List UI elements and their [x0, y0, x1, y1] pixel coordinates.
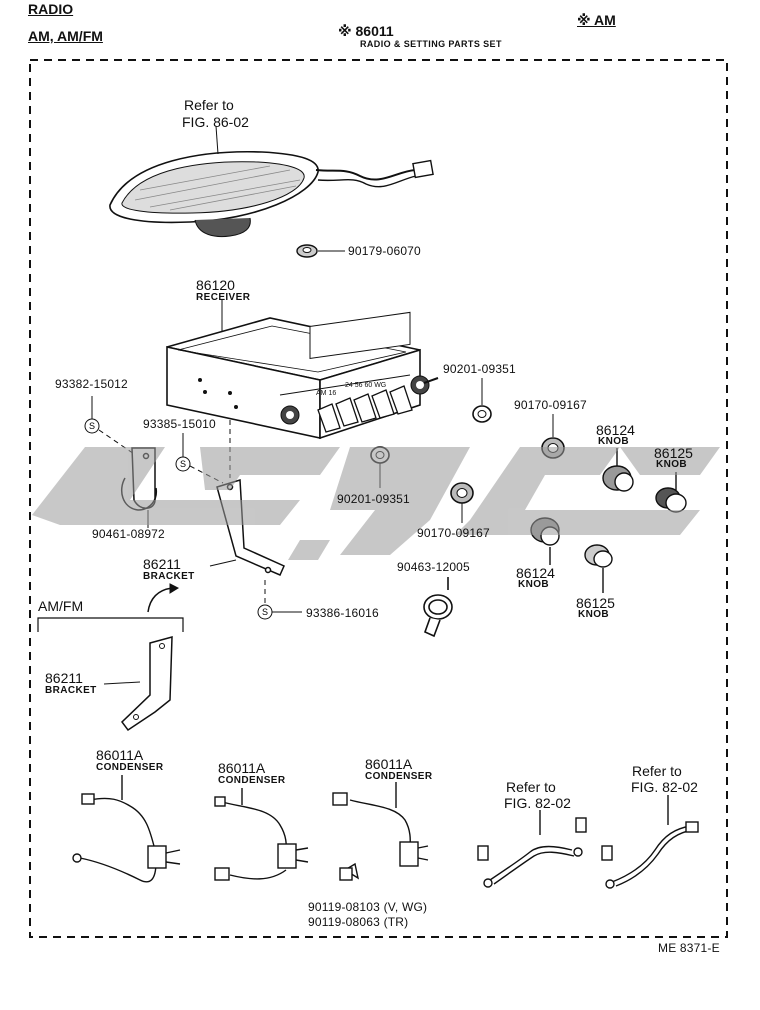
bracket-part-number: 86211: [143, 556, 181, 572]
amfm-label: AM/FM: [38, 598, 84, 614]
receiver-band-label-presets: 24 56 60 WG: [345, 382, 387, 389]
knob-86125-b: [584, 544, 613, 593]
strap-2-ref-line2: FIG. 82-02: [631, 779, 698, 795]
receiver-part-number: 86120: [196, 277, 235, 293]
nut-part-number: 90179-06070: [348, 244, 421, 258]
nut-90170-b: [450, 482, 474, 523]
condenser-2-name: CONDENSER: [218, 775, 286, 786]
nut-90179: [296, 244, 345, 258]
svg-text:S: S: [262, 607, 268, 617]
clamp-90463: [423, 577, 453, 638]
small-bracket-part-number: 90461-08972: [92, 527, 165, 541]
knob-4-part-number: 86125: [576, 595, 615, 611]
assembly-frame: [29, 59, 728, 938]
strap-1-ref-line2: FIG. 82-02: [504, 795, 571, 811]
am-note: ※ AM: [577, 12, 616, 28]
condenser-2-part-number: 86011A: [218, 760, 266, 776]
strap-2-ref-line1: Refer to: [632, 763, 682, 779]
screw-symbols: S S S: [84, 418, 273, 620]
diagram-title: RADIO: [28, 1, 74, 17]
receiver-illustration: [166, 300, 439, 440]
knob-86124-a: [602, 448, 634, 492]
speaker-ref-line1: Refer to: [184, 97, 234, 113]
knob-3-name: KNOB: [518, 579, 550, 590]
condenser-3-name: CONDENSER: [365, 771, 433, 782]
ground-strap-1: [477, 810, 587, 888]
condenser-1-name: CONDENSER: [96, 762, 164, 773]
knob-1-name: KNOB: [598, 436, 630, 447]
condenser-1: [72, 775, 181, 883]
knob-86125-a: [655, 472, 687, 513]
knob-2-name: KNOB: [656, 459, 688, 470]
screw-b-part-number: 93385-15010: [143, 417, 216, 431]
svg-text:S: S: [180, 459, 186, 469]
ground-strap-2: [601, 795, 699, 889]
bolt-part-line2: 90119-08063 (TR): [308, 915, 409, 929]
knob-4-name: KNOB: [578, 609, 610, 620]
nut-2-part-number: 90170-09167: [417, 526, 490, 540]
condenser-2: [214, 788, 309, 881]
knob-3-part-number: 86124: [516, 565, 555, 581]
knob-1-part-number: 86124: [596, 422, 635, 438]
diagram-subtitle: AM, AM/FM: [28, 28, 103, 44]
receiver-band-label-am: AM 16: [316, 390, 337, 397]
set-part-name: RADIO & SETTING PARTS SET: [360, 39, 502, 49]
nut-1-part-number: 90170-09167: [514, 398, 587, 412]
bolt-part-line1: 90119-08103 (V, WG): [308, 900, 428, 914]
condenser-3-part-number: 86011A: [365, 756, 413, 772]
set-part-number: ※ 86011: [338, 23, 394, 39]
speaker-illustration: [109, 125, 434, 238]
washer-90201-a: [472, 378, 492, 423]
amfm-bracket-name: BRACKET: [45, 685, 97, 696]
washer-1-part-number: 90201-09351: [443, 362, 516, 376]
condenser-1-part-number: 86011A: [96, 747, 144, 763]
strap-1-ref-line1: Refer to: [506, 779, 556, 795]
clamp-part-number: 90463-12005: [397, 560, 470, 574]
screw-c-part-number: 93386-16016: [306, 606, 379, 620]
knob-2-part-number: 86125: [654, 445, 693, 461]
speaker-ref-line2: FIG. 86-02: [182, 114, 249, 130]
svg-text:S: S: [89, 421, 95, 431]
amfm-bracket-part-number: 86211: [45, 670, 83, 686]
washer-2-part-number: 90201-09351: [337, 492, 410, 506]
screw-a-part-number: 93382-15012: [55, 377, 128, 391]
condenser-3: [332, 782, 429, 881]
receiver-name: RECEIVER: [196, 292, 251, 303]
bracket-name: BRACKET: [143, 571, 195, 582]
footer-code: ME 8371-E: [658, 941, 720, 955]
amfm-section: [37, 583, 184, 732]
